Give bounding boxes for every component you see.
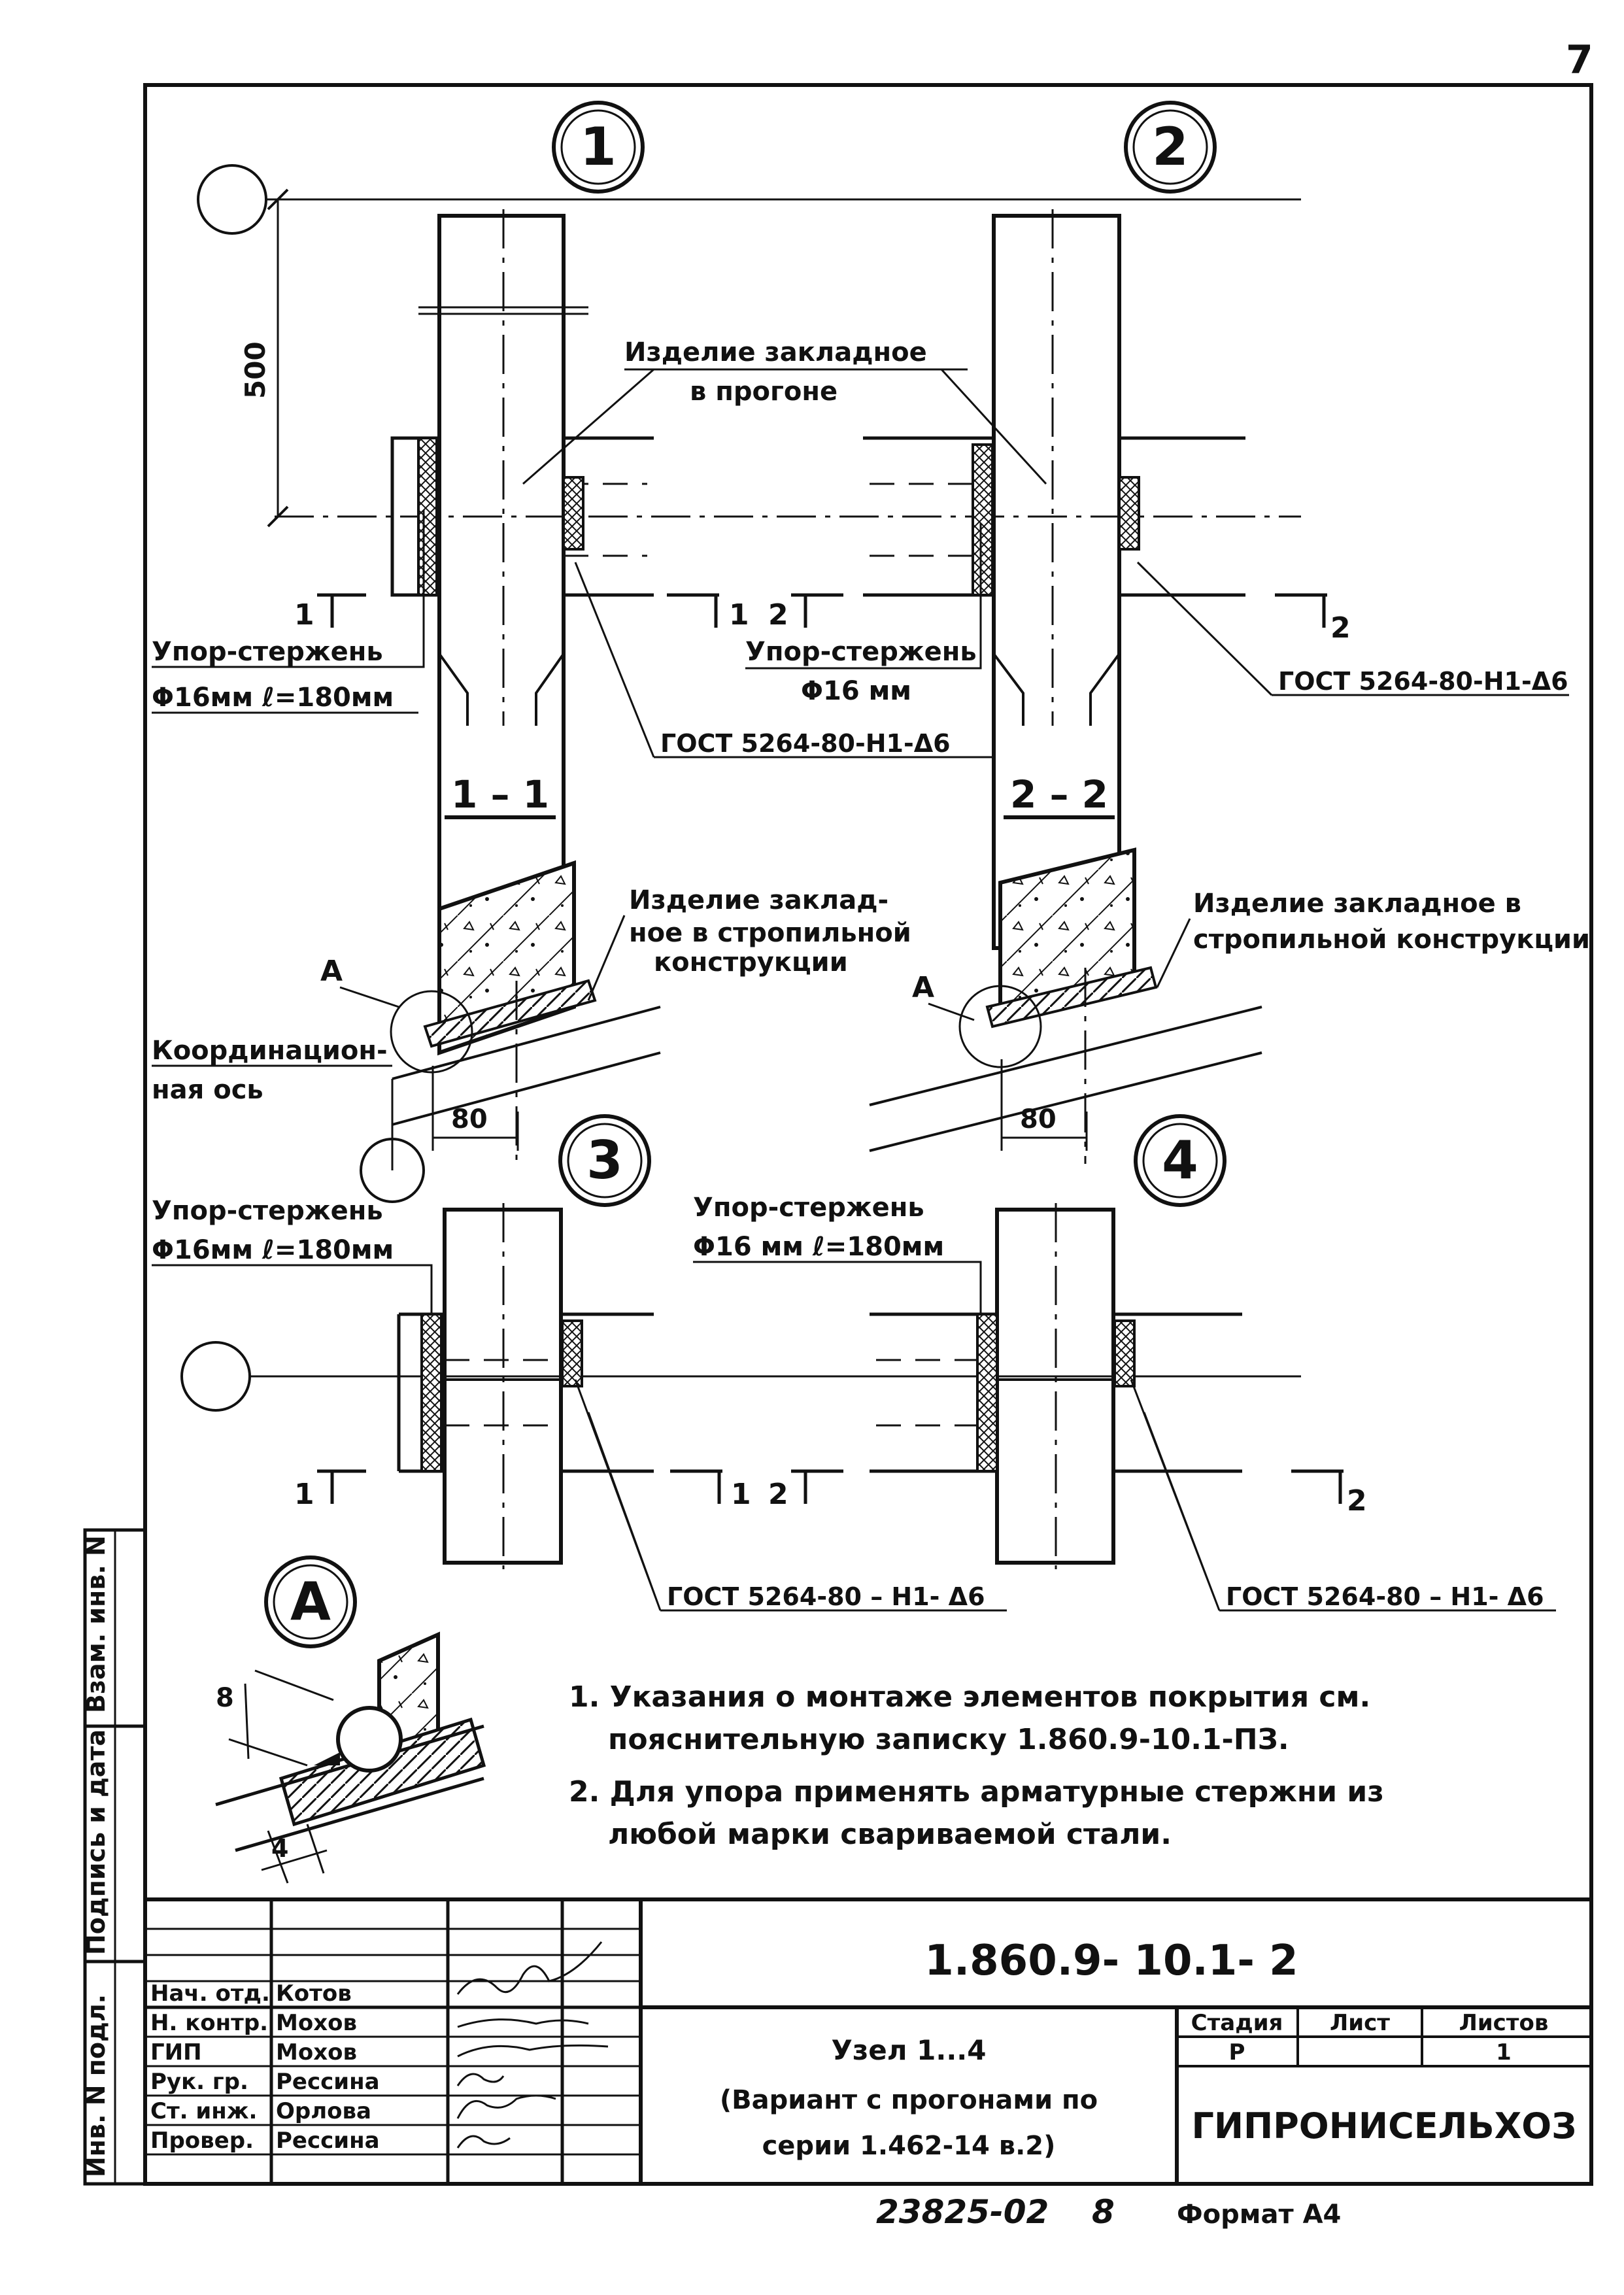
mark-1-right: 1	[729, 598, 749, 632]
tb-role-2: ГИП	[150, 2039, 202, 2066]
tb-doc-code: 1.860.9- 10.1- 2	[924, 1937, 1298, 1985]
label-embedded-truss-right-2: стропильной конструкции	[1193, 925, 1590, 955]
tb-sheet-title-2: (Вариант с прогонами по	[720, 2085, 1098, 2115]
tb-sheet-title-3: серии 1.462-14 в.2)	[762, 2131, 1056, 2161]
dim-80-left: 80	[451, 1104, 488, 1134]
axis-bubble-bottom	[180, 1341, 251, 1412]
footer-archive-sub: 8	[1092, 2193, 1115, 2231]
node-4-drawing: 4	[870, 1114, 1242, 1569]
dim-500: 500	[239, 341, 271, 399]
stamp-podpis: Подпись и дата	[82, 1729, 110, 1955]
node-3-label: 3	[586, 1130, 623, 1191]
section-marks-top: 1 1 2 2	[294, 593, 1351, 645]
label-stop-rod-2: Упор-стержень	[745, 637, 977, 667]
label-embedded-truss-left-2: ное в стропильной	[629, 918, 911, 948]
sheet-frame	[143, 83, 1593, 2186]
mark-2-right: 2	[1330, 611, 1351, 645]
note-2a: 2. Для упора применять арматурные стержн…	[569, 1775, 1384, 1809]
tb-sheets-value: 1	[1496, 2039, 1512, 2066]
stamp-inv: Инв. N подл.	[82, 1994, 110, 2177]
tb-stage-value: Р	[1229, 2039, 1245, 2066]
label-stop-rod-spec-3: Φ16мм ℓ=180мм	[152, 1235, 394, 1265]
detail-a-label: A	[290, 1571, 331, 1632]
footer-archive-no: 23825-02	[876, 2193, 1049, 2231]
callout-a-left: A	[320, 955, 343, 988]
footer-format: Формат А4	[1177, 2200, 1341, 2230]
label-stop-rod-1: Упор-стержень	[152, 637, 383, 667]
tb-name-2: Мохов	[276, 2039, 357, 2066]
tb-role-3: Рук. гр.	[150, 2069, 248, 2095]
section-1-1-view: A 80	[320, 860, 661, 1203]
label-gost-3: ГОСТ 5264-80 – Н1- Δ6	[667, 1582, 985, 1611]
callout-a-right: A	[912, 971, 934, 1004]
tb-name-3: Рессина	[276, 2069, 380, 2095]
label-embedded-purlin-1: Изделие закладное	[624, 337, 927, 367]
page-number: 7	[1566, 37, 1593, 83]
label-stop-rod-spec-2: Φ16 мм	[801, 676, 911, 706]
label-stop-rod-3: Упор-стержень	[152, 1196, 383, 1226]
mark-1-left: 1	[294, 598, 314, 632]
mark-1-left-b: 1	[294, 1478, 314, 1511]
label-coord-axis-1: Координацион-	[152, 1036, 388, 1066]
tb-name-5: Рессина	[276, 2128, 380, 2154]
section-marks-bottom: 1 1 2 2	[294, 1469, 1367, 1518]
label-gost-4: ГОСТ 5264-80 – Н1- Δ6	[1226, 1582, 1544, 1611]
note-2b: любой марки свариваемой стали.	[608, 1818, 1172, 1851]
note-1b: пояснительную записку 1.860.9-10.1-ПЗ.	[608, 1723, 1289, 1756]
tb-stage-label: Стадия	[1191, 2010, 1283, 2036]
node-2-drawing: 2	[863, 101, 1245, 950]
node-1-drawing: 1 500	[197, 101, 1301, 950]
label-coord-axis-2: ная ось	[152, 1075, 263, 1105]
label-embedded-truss-left-1: Изделие заклад-	[629, 885, 888, 915]
tb-sheet-label: Лист	[1330, 2010, 1390, 2036]
tb-organization: ГИПРОНИСЕЛЬХОЗ	[1191, 2105, 1576, 2147]
dim-4: 4	[271, 1834, 288, 1863]
note-1a: 1. Указания о монтаже элементов покрытия…	[569, 1680, 1370, 1714]
label-embedded-truss-left-3: конструкции	[654, 947, 848, 978]
label-stop-rod-spec-4: Φ16 мм ℓ=180мм	[693, 1232, 944, 1262]
label-embedded-truss-right-1: Изделие закладное в	[1193, 889, 1521, 919]
mark-2-left: 2	[768, 598, 788, 632]
label-stop-rod-4: Упор-стержень	[693, 1193, 924, 1223]
section-1-1-title: 1 – 1	[451, 772, 549, 817]
notes: 1. Указания о монтаже элементов покрытия…	[569, 1680, 1384, 1851]
label-stop-rod-spec-1: Φ16мм ℓ=180мм	[152, 683, 394, 713]
node-4-label: 4	[1162, 1130, 1198, 1191]
axis-bubble-top	[197, 164, 267, 235]
tb-name-0: Котов	[276, 1980, 352, 2007]
mark-2-left-b: 2	[768, 1478, 788, 1511]
tb-role-1: Н. контр.	[150, 2010, 268, 2036]
tb-name-4: Орлова	[276, 2098, 371, 2124]
mark-2-right-b: 2	[1347, 1484, 1367, 1518]
node-1-label: 1	[580, 116, 617, 177]
label-embedded-purlin-2: в прогоне	[690, 377, 837, 407]
side-stamp: Взам. инв. N Подпись и дата Инв. N подл.	[82, 1528, 147, 2186]
label-gost-1: ГОСТ 5264-80-Н1-Δ6	[660, 729, 951, 758]
tb-name-1: Мохов	[276, 2010, 357, 2036]
tb-sheet-title-1: Узел 1...4	[832, 2034, 987, 2066]
dim-80-right: 80	[1020, 1104, 1057, 1134]
detail-a: A 8 4	[215, 1556, 486, 1884]
title-block: Нач. отд. Котов Н. контр. Мохов ГИП Мохо…	[145, 1897, 1591, 2184]
stamp-vzam: Взам. инв. N	[82, 1535, 110, 1713]
node-2-label: 2	[1152, 116, 1189, 177]
section-2-2-title: 2 – 2	[1010, 772, 1108, 817]
tb-sheets-label: Листов	[1459, 2010, 1549, 2036]
tb-role-0: Нач. отд.	[150, 1980, 270, 2007]
label-gost-2: ГОСТ 5264-80-Н1-Δ6	[1278, 667, 1568, 696]
tb-role-4: Ст. инж.	[150, 2098, 257, 2124]
section-2-2-view: A 80	[869, 847, 1262, 1164]
dim-8: 8	[216, 1683, 234, 1713]
mark-1-right-b: 1	[731, 1478, 751, 1511]
signatures	[456, 1941, 609, 2149]
tb-role-5: Провер.	[150, 2128, 254, 2154]
